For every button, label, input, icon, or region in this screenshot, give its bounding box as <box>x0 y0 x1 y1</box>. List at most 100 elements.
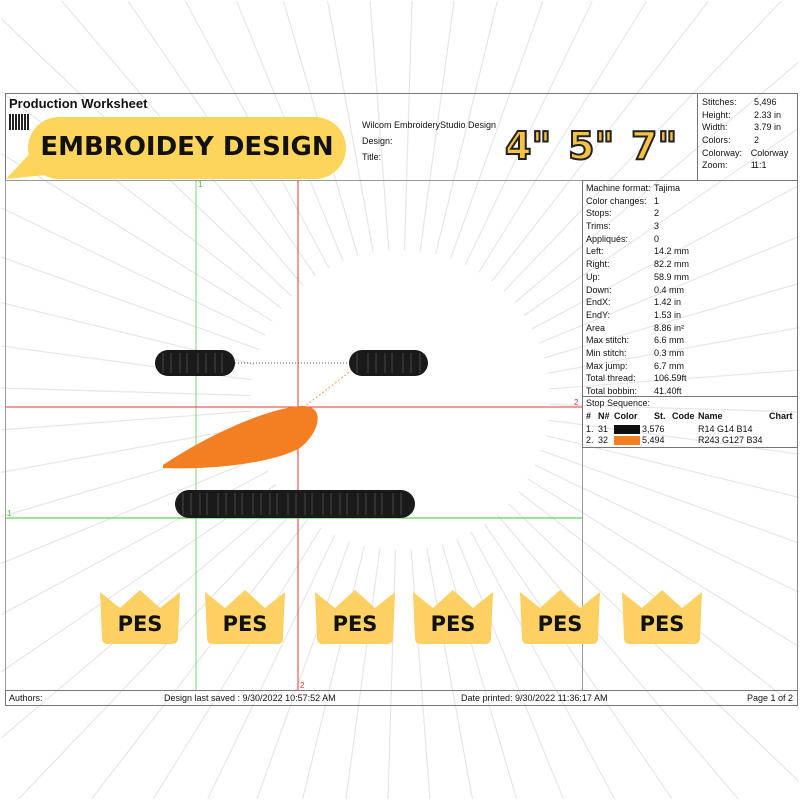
info-row: Left:14.2 mm <box>586 245 794 258</box>
column-header: # <box>586 411 592 421</box>
ray <box>547 327 800 374</box>
jump-stitch <box>299 369 353 411</box>
ray <box>541 450 800 544</box>
marker-2-bottom: 2 <box>300 681 305 690</box>
pes-badge: PES <box>518 588 602 644</box>
info-row: Max stitch:6.6 mm <box>586 334 794 347</box>
info-row: Appliqués:0 <box>586 233 794 246</box>
ray <box>0 152 273 322</box>
column-header: Color <box>614 411 638 421</box>
ray <box>503 0 782 293</box>
info-value: 106.59ft <box>654 373 687 384</box>
needle-number: 32 <box>598 435 609 445</box>
marker-1-left: 1 <box>7 509 12 518</box>
ray <box>496 514 739 800</box>
ray <box>483 523 673 800</box>
info-key: Down: <box>586 284 612 295</box>
ray <box>527 478 800 648</box>
info-value: 58.9 mm <box>654 271 690 282</box>
info-row: Stops: 2 <box>586 207 794 220</box>
info-row: Width:3.79 in <box>702 121 793 134</box>
info-key: EndY: <box>586 309 611 320</box>
crown-icon <box>205 590 285 644</box>
size-4: 4" <box>504 123 552 169</box>
ray <box>0 387 251 397</box>
ray <box>548 419 800 455</box>
crown-icon <box>100 590 180 644</box>
info-value: 3 <box>654 221 660 232</box>
ray <box>470 531 616 800</box>
color-swatch <box>614 425 640 434</box>
ray <box>0 426 253 473</box>
info-value: 2.33 in <box>754 109 782 120</box>
info-row: Trims: 3 <box>586 220 794 233</box>
info-key: Appliqués: <box>586 233 629 244</box>
ray <box>534 464 800 593</box>
info-value: 5,496 <box>754 97 777 107</box>
pes-badge: PES <box>620 588 704 644</box>
info-value: 6.6 mm <box>654 335 685 346</box>
header-box: Production Worksheet Wilcom EmbroiderySt… <box>5 93 698 181</box>
ray <box>0 207 266 336</box>
ray <box>549 403 800 413</box>
stop-number: 2. <box>586 435 594 445</box>
color-name: R14 G14 B14 <box>698 424 753 434</box>
info-value: 3.79 in <box>754 122 782 133</box>
info-value: 1.53 in <box>654 309 682 320</box>
info-row: Stitches:5,496 <box>702 96 793 109</box>
info-row: Total bobbin:41.40ft <box>586 385 794 398</box>
column-header: St. <box>654 411 666 421</box>
ray <box>207 534 336 800</box>
ray <box>0 410 251 431</box>
pes-label: PES <box>430 612 476 636</box>
design-label: Design: <box>362 136 393 146</box>
ray <box>419 0 455 252</box>
stitch-count: 5,494 <box>642 435 665 445</box>
info-key: Machine format: <box>586 183 651 193</box>
ray <box>410 549 431 800</box>
pes-label: PES <box>639 612 685 636</box>
info-row: Height: 2.33 in <box>702 109 793 122</box>
pes-badge: PES <box>411 588 495 644</box>
title-label: Title: <box>362 152 382 162</box>
ray <box>456 538 565 800</box>
ray <box>403 0 413 251</box>
ray <box>545 434 800 498</box>
info-key: Up: <box>586 271 601 282</box>
ray <box>543 282 800 359</box>
info-key: Colors: <box>702 135 731 146</box>
info-key: Colorway: <box>702 147 743 158</box>
info-value: 6.7 mm <box>654 360 685 371</box>
ray <box>387 549 397 800</box>
info-value: 0.4 mm <box>654 284 685 295</box>
crown-icon <box>315 590 395 644</box>
info-key: Stops: <box>586 208 612 219</box>
ray <box>302 545 366 800</box>
size-5: 5" <box>567 123 615 169</box>
info-row: Down: 0.4 mm <box>586 284 794 297</box>
date-printed: Date printed: 9/30/2022 11:36:17 AM <box>461 693 608 703</box>
ray <box>441 543 518 800</box>
info-row: Color changes:1 <box>586 195 794 208</box>
info-value: 41.40ft <box>654 386 682 396</box>
info-key: Total thread: <box>586 373 636 384</box>
carrot-nose-shape <box>163 405 318 469</box>
pes-label: PES <box>222 612 268 636</box>
info-value: 2 <box>654 208 660 219</box>
pes-label: PES <box>117 612 163 636</box>
info-row: Up: 58.9 mm <box>586 271 794 284</box>
ray <box>523 127 800 317</box>
info-key: Height: <box>702 109 731 120</box>
ray <box>345 548 381 800</box>
marker-2-right: 2 <box>574 398 579 407</box>
info-key: Right: <box>586 259 610 270</box>
info-key: Trims: <box>586 221 611 232</box>
info-value: Colorway 1 <box>750 147 789 171</box>
crown-icon <box>520 590 600 644</box>
ray <box>549 369 800 390</box>
stop-number: 1. <box>586 424 594 434</box>
pes-badge: PES <box>203 588 287 644</box>
